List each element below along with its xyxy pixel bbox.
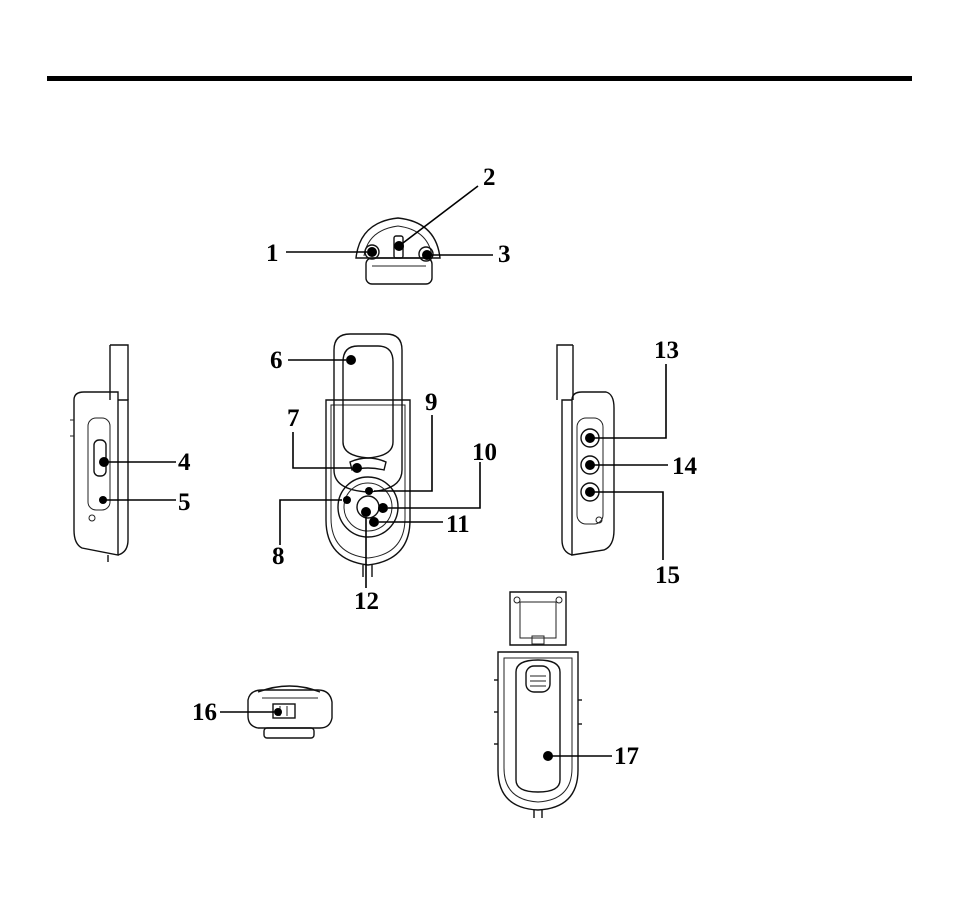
callout-13: 13 [654,337,679,364]
callout-marker [369,517,379,527]
callout-marker [346,355,356,365]
callout-marker [343,496,351,504]
bottom-view [220,686,332,738]
callout-3: 3 [498,241,511,268]
callout-marker [361,507,371,517]
callout-marker [367,247,377,257]
callout-15: 15 [655,562,680,589]
callout-17: 17 [614,743,639,770]
callout-marker [274,708,282,716]
callout-6: 6 [270,347,283,374]
callout-marker [422,250,432,260]
callout-marker [352,463,362,473]
back-view [494,592,612,818]
callout-12: 12 [354,588,379,615]
callout-8: 8 [272,543,285,570]
callout-4: 4 [178,449,191,476]
callout-2: 2 [483,164,496,191]
callout-16: 16 [192,699,217,726]
callout-1: 1 [266,240,279,267]
top-view [286,186,493,284]
callout-marker [365,487,373,495]
callout-14: 14 [672,453,698,480]
callout-9: 9 [425,389,438,416]
left-side-view [70,345,176,562]
callout-7: 7 [287,405,300,432]
callout-5: 5 [178,489,191,516]
right-side-view [557,345,668,560]
callout-11: 11 [446,511,470,538]
callout-10: 10 [472,439,497,466]
front-view [280,334,480,588]
callout-marker [378,503,388,513]
